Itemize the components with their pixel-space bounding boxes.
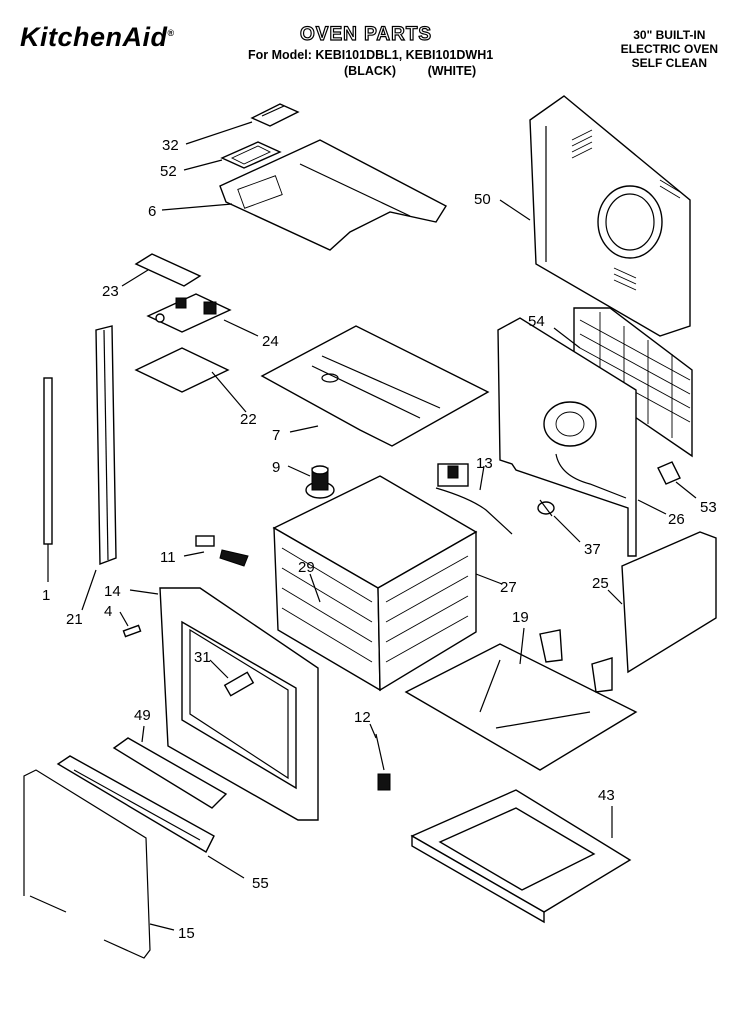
callout-25: 25 — [592, 575, 609, 592]
color-white: (WHITE) — [427, 64, 477, 78]
part-32-plate — [250, 103, 300, 127]
callout-22: 22 — [240, 411, 257, 428]
diagram-title: OVEN PARTS — [299, 23, 433, 45]
part-1-side-trim — [43, 377, 53, 545]
callout-50: 50 — [474, 191, 491, 208]
callout-29: 29 — [298, 559, 315, 576]
part-37-clip — [537, 499, 555, 517]
part-6-top-panel — [219, 139, 447, 251]
callout-labels: 32 52 6 50 23 24 22 7 54 1 21 9 13 53 26… — [42, 137, 717, 942]
callout-43: 43 — [598, 787, 615, 804]
callout-55: 55 — [252, 875, 269, 892]
callout-49: 49 — [134, 707, 151, 724]
part-7-top-wrapper — [260, 325, 490, 447]
part-25-side-panel — [621, 531, 717, 674]
part-19-bottom-panel — [404, 629, 638, 771]
callout-54: 54 — [528, 313, 545, 330]
brand-text: KitchenAid — [20, 22, 168, 52]
callout-12: 12 — [354, 709, 371, 726]
leader-lines — [47, 121, 697, 931]
callout-15: 15 — [178, 925, 195, 942]
color-variants: (BLACK) (WHITE) — [344, 64, 504, 78]
part-52-gasket — [220, 141, 282, 169]
part-27-oven-cavity — [272, 475, 478, 692]
callout-27: 27 — [500, 579, 517, 596]
part-15-door-gasket — [23, 769, 151, 959]
part-9-terminal-block — [305, 465, 335, 499]
callout-1: 1 — [42, 587, 50, 604]
callout-31: 31 — [194, 649, 211, 666]
part-49-vent-trim — [112, 737, 228, 809]
part-4-screw — [122, 624, 142, 638]
part-13-element — [435, 463, 513, 535]
callout-21: 21 — [66, 611, 83, 628]
callout-53: 53 — [700, 499, 717, 516]
part-14-door-frame — [159, 587, 319, 821]
callout-13: 13 — [476, 455, 493, 472]
part-53-sensor — [657, 461, 681, 485]
part-21-side-channel — [95, 325, 117, 566]
part-26-rear-frame — [497, 317, 637, 557]
callout-11: 11 — [160, 549, 176, 566]
part-23-bracket — [134, 253, 202, 287]
callout-32: 32 — [162, 137, 179, 154]
callout-6: 6 — [148, 203, 156, 220]
registered-mark: ® — [167, 28, 175, 38]
spec-line-3: SELF CLEAN — [631, 56, 707, 70]
spec-line-2: ELECTRIC OVEN — [620, 42, 718, 56]
part-22-insulation-plate — [134, 347, 230, 393]
spec-line-1: 30" BUILT-IN — [633, 28, 706, 42]
spec-block: 30" BUILT-IN ELECTRIC OVEN SELF CLEAN — [621, 28, 718, 70]
callout-19: 19 — [512, 609, 529, 626]
part-11-door-latch — [195, 535, 249, 567]
callout-24: 24 — [262, 333, 279, 350]
callout-4: 4 — [104, 603, 112, 620]
callout-7: 7 — [272, 427, 280, 444]
part-43-drawer — [410, 789, 632, 924]
brand-logo: KitchenAid® — [20, 22, 175, 53]
callout-37: 37 — [584, 541, 601, 558]
part-50-back-panel — [529, 95, 691, 337]
callout-23: 23 — [102, 283, 119, 300]
part-31-lamp — [223, 671, 255, 697]
callout-14: 14 — [104, 583, 121, 600]
part-55-door-trim — [56, 755, 215, 853]
part-12-switch — [375, 733, 391, 791]
callout-9: 9 — [272, 459, 280, 476]
color-black: (BLACK) — [344, 64, 397, 78]
part-24-control-assembly — [146, 293, 232, 333]
model-line: For Model: KEBI101DBL1, KEBI101DWH1 — [248, 48, 494, 62]
callout-26: 26 — [668, 511, 685, 528]
callout-52: 52 — [160, 163, 177, 180]
